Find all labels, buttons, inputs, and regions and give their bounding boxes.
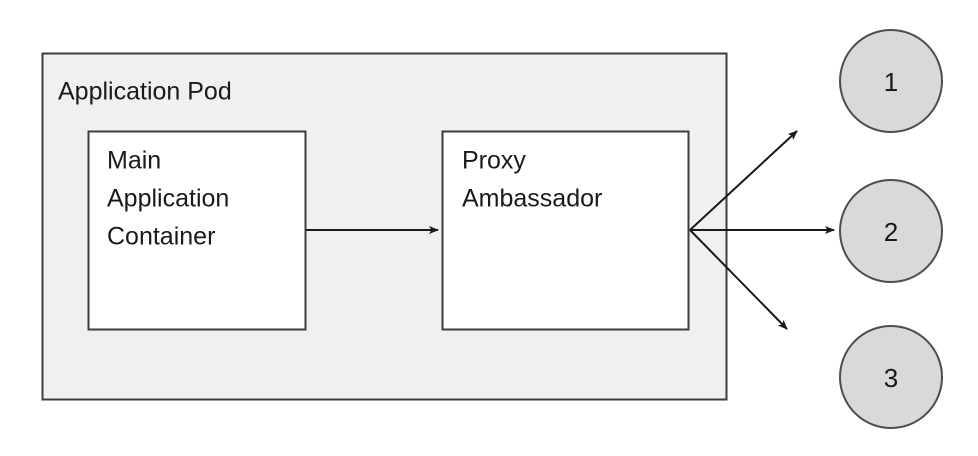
endpoint-1-label: 1 bbox=[884, 67, 898, 97]
connector-proxy-to-endpoint-1 bbox=[689, 130, 798, 231]
endpoint-3-label: 3 bbox=[884, 363, 898, 393]
main-application-container-line-1: Main bbox=[107, 147, 161, 175]
application-pod-label: Application Pod bbox=[58, 78, 232, 106]
connector-proxy-to-endpoint-3 bbox=[689, 229, 788, 330]
endpoint-2-circle[interactable] bbox=[839, 179, 943, 283]
endpoint-2-label: 2 bbox=[884, 217, 898, 247]
main-application-container-line-3: Container bbox=[107, 223, 215, 251]
main-application-container-line-2: Application bbox=[107, 185, 229, 213]
proxy-ambassador-line-1: Proxy bbox=[462, 147, 526, 175]
endpoint-1-circle[interactable] bbox=[839, 29, 943, 133]
proxy-ambassador-container-box[interactable] bbox=[441, 130, 690, 331]
proxy-ambassador-line-2: Ambassador bbox=[462, 185, 602, 213]
endpoint-3-circle[interactable] bbox=[839, 325, 943, 429]
main-application-container-box[interactable] bbox=[87, 130, 307, 331]
